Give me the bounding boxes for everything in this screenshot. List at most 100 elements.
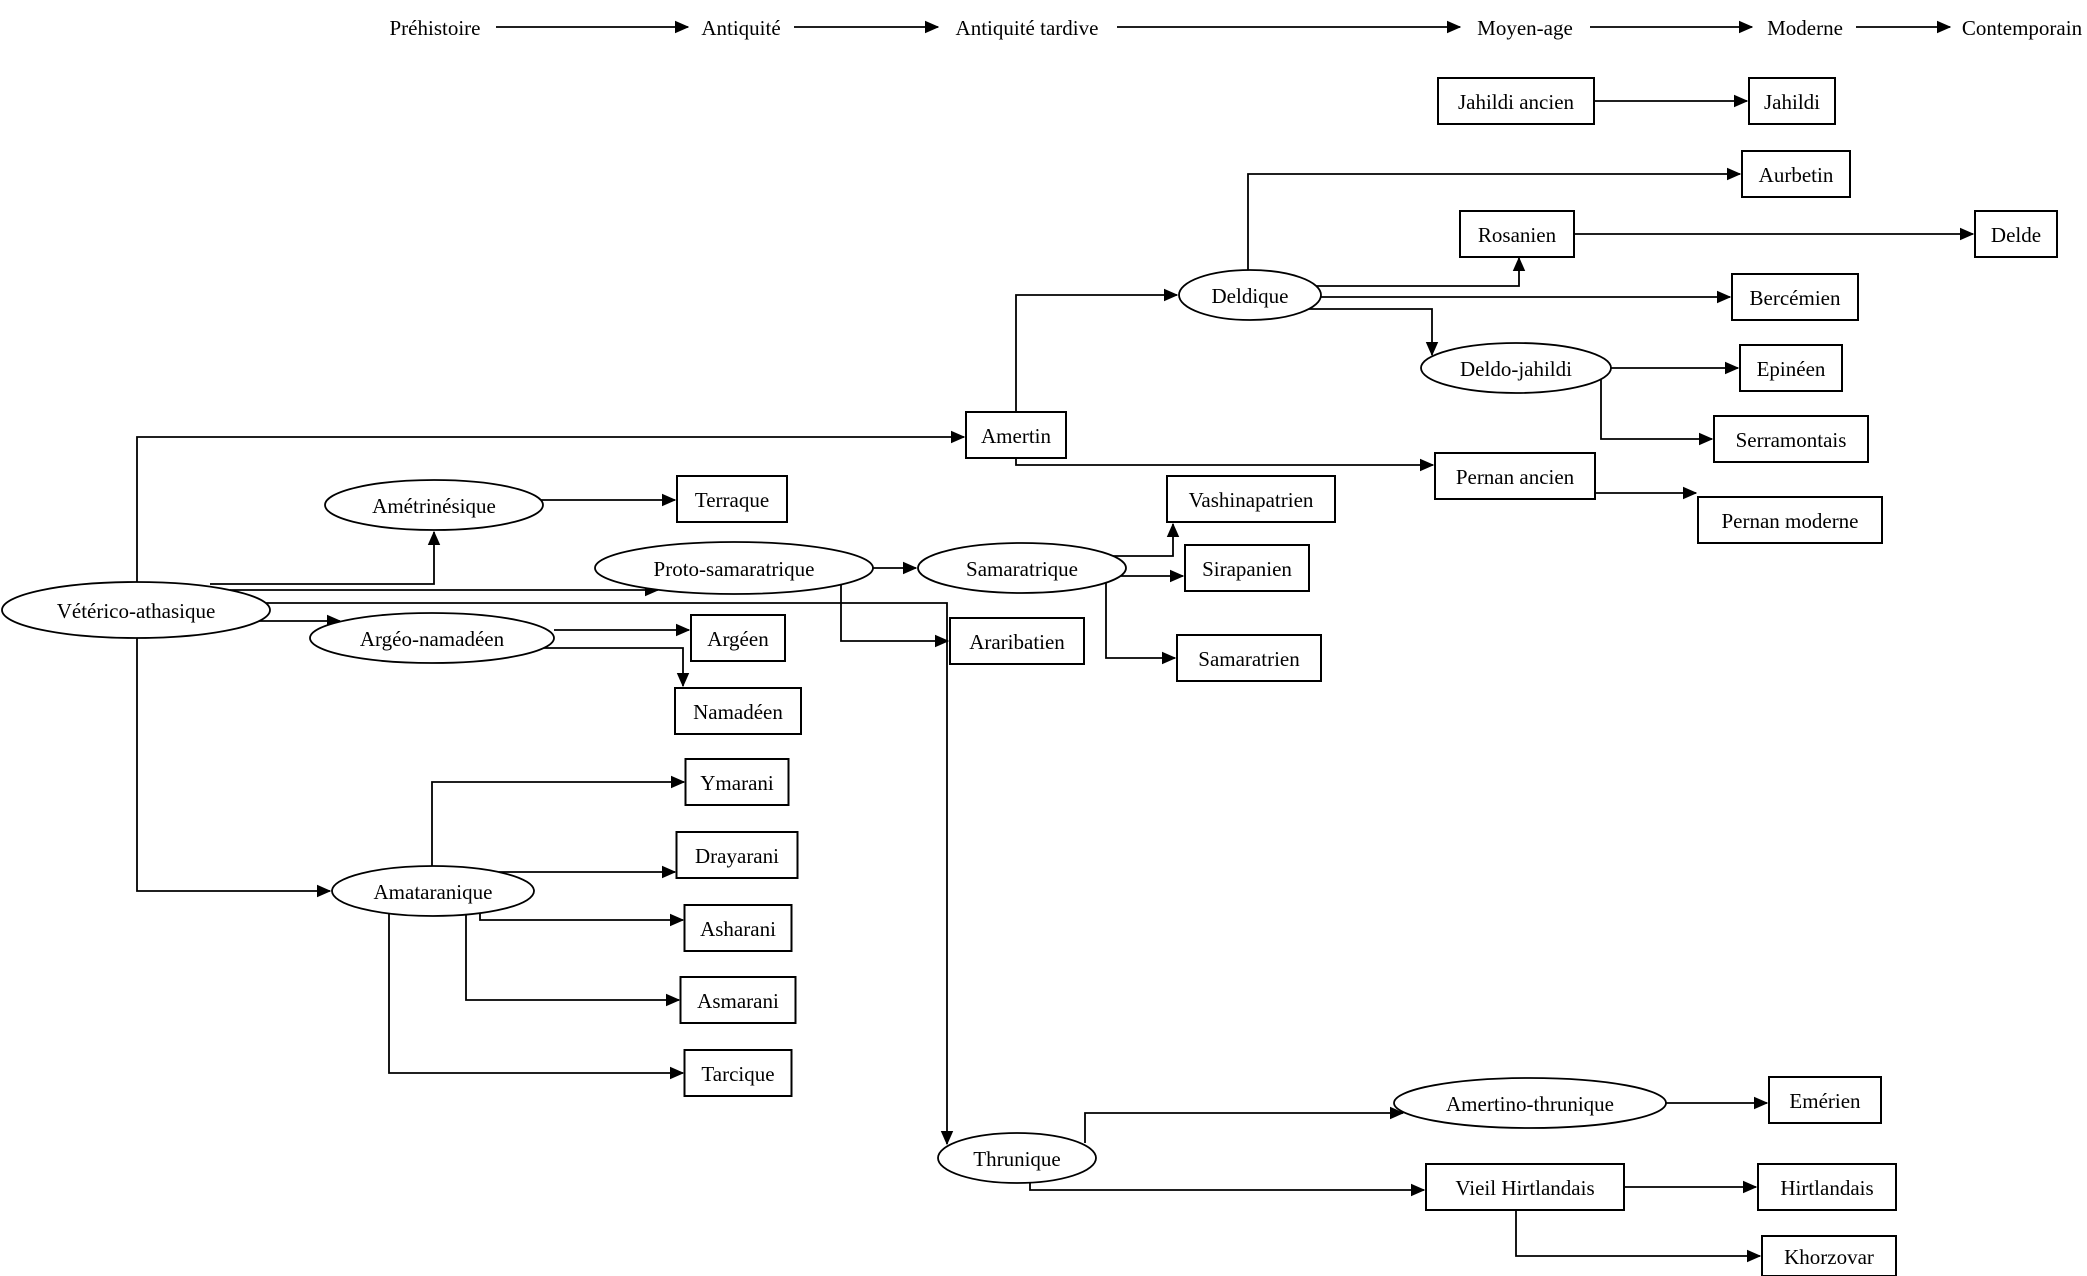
vieilhirtlandais-label: Vieil Hirtlandais	[1455, 1176, 1594, 1200]
veterico-label: Vétérico-athasique	[57, 599, 216, 623]
node-antiquitetardive: Antiquité tardive	[956, 16, 1099, 40]
rosanien-box	[1459, 210, 1575, 258]
serramontais-label: Serramontais	[1736, 428, 1847, 452]
edge-amataranique-asmarani	[465, 915, 681, 1007]
ametrinesique-ellipse	[324, 479, 544, 531]
ametrinesique-label: Amétrinésique	[372, 494, 496, 518]
asharani-label: Asharani	[700, 917, 776, 941]
node-amertin: Amertin	[965, 411, 1067, 459]
veterico-ellipse	[1, 581, 271, 639]
samaratrique-ellipse	[917, 542, 1127, 594]
edges-layer	[136, 20, 1975, 1263]
edge-thrunique-amertinothrunique	[1084, 1106, 1405, 1143]
antiquite-label: Antiquité	[701, 16, 780, 40]
samaratrien-box	[1176, 634, 1322, 682]
jahildiancien-box	[1437, 77, 1595, 125]
node-jahildi: Jahildi	[1748, 77, 1836, 125]
protosamaratrique-label: Proto-samaratrique	[654, 557, 815, 581]
amertin-box	[965, 411, 1067, 459]
delde-box	[1974, 210, 2058, 258]
thrunique-ellipse	[937, 1132, 1097, 1184]
node-argeen: Argéen	[690, 614, 786, 662]
contemporain-label: Contemporain	[1962, 16, 2083, 40]
edge-amataranique-tarcique	[388, 913, 685, 1080]
amertinothrunique-label: Amertino-thrunique	[1446, 1092, 1614, 1116]
bercemien-box	[1731, 273, 1859, 321]
edge-amertin-deldique	[1015, 288, 1179, 412]
pernanmoderne-label: Pernan moderne	[1721, 509, 1858, 533]
node-aurbetin: Aurbetin	[1741, 150, 1851, 198]
namadeen-box	[674, 687, 802, 735]
araribatien-box	[949, 617, 1085, 665]
edge-protosamaratrique-araribatien	[840, 585, 950, 648]
asharani-box	[683, 904, 793, 952]
delde-label: Delde	[1991, 223, 2041, 247]
bercemien-label: Bercémien	[1750, 286, 1841, 310]
antiquitetardive-label: Antiquité tardive	[956, 16, 1099, 40]
jahildiancien-label: Jahildi ancien	[1458, 90, 1575, 114]
namadeen-label: Namadéen	[693, 700, 783, 724]
node-amertinothrunique: Amertino-thrunique	[1393, 1077, 1667, 1129]
tarcique-box	[683, 1049, 793, 1097]
edge-argeo-namadeen	[544, 647, 690, 688]
edge-amataranique-asharani	[479, 913, 685, 927]
node-samaratrien: Samaratrien	[1176, 634, 1322, 682]
node-prehistoire: Préhistoire	[390, 16, 481, 40]
node-hirtlandais: Hirtlandais	[1757, 1163, 1897, 1211]
edge-deldique-aurbetin	[1247, 167, 1742, 270]
node-terraque: Terraque	[676, 475, 788, 523]
node-ametrinesique: Amétrinésique	[324, 479, 544, 531]
pernanmoderne-box	[1697, 496, 1883, 544]
node-araribatien: Araribatien	[949, 617, 1085, 665]
edge-samaratrique-samaratrien	[1105, 583, 1177, 665]
amataranique-ellipse	[331, 865, 535, 917]
node-serramontais: Serramontais	[1713, 415, 1869, 463]
node-rosanien: Rosanien	[1459, 210, 1575, 258]
hirtlandais-label: Hirtlandais	[1780, 1176, 1873, 1200]
edge-amertin-pernanancien	[1015, 458, 1435, 472]
node-moyenage: Moyen-age	[1477, 16, 1573, 40]
edge-samaratrique-vashinapatrien	[1113, 522, 1180, 557]
prehistoire-label: Préhistoire	[390, 16, 481, 40]
vashinapatrien-label: Vashinapatrien	[1189, 488, 1314, 512]
node-delde: Delde	[1974, 210, 2058, 258]
pernanancien-box	[1434, 452, 1596, 500]
jahildi-box	[1748, 77, 1836, 125]
node-moderne: Moderne	[1767, 16, 1843, 40]
node-asmarani: Asmarani	[679, 976, 797, 1024]
rosanien-label: Rosanien	[1478, 223, 1557, 247]
node-vashinapatrien: Vashinapatrien	[1166, 475, 1336, 523]
thrunique-label: Thrunique	[973, 1147, 1060, 1171]
node-amataranique: Amataranique	[331, 865, 535, 917]
drayarani-box	[675, 831, 799, 879]
node-jahildiancien: Jahildi ancien	[1437, 77, 1595, 125]
amertinothrunique-ellipse	[1393, 1077, 1667, 1129]
node-asharani: Asharani	[683, 904, 793, 952]
argeen-box	[690, 614, 786, 662]
sirapanien-box	[1184, 544, 1310, 592]
epineen-label: Epinéen	[1757, 357, 1826, 381]
edge-veterico-thrunique	[255, 602, 954, 1146]
node-tarcique: Tarcique	[683, 1049, 793, 1097]
emerien-box	[1768, 1076, 1882, 1124]
aurbetin-box	[1741, 150, 1851, 198]
tarcique-label: Tarcique	[701, 1062, 774, 1086]
node-emerien: Emérien	[1768, 1076, 1882, 1124]
edge-amataranique-ymarani	[431, 775, 686, 866]
asmarani-box	[679, 976, 797, 1024]
node-deldojahildi: Deldo-jahildi	[1420, 342, 1612, 394]
samaratrique-label: Samaratrique	[966, 557, 1078, 581]
drayarani-label: Drayarani	[695, 844, 779, 868]
edge-deldique-rosanien	[1316, 256, 1526, 287]
edge-vieilhirtlandais-khorzovar	[1515, 1210, 1762, 1263]
khorzovar-label: Khorzovar	[1784, 1245, 1874, 1269]
node-drayarani: Drayarani	[675, 831, 799, 879]
node-thrunique: Thrunique	[937, 1132, 1097, 1184]
pernanancien-label: Pernan ancien	[1456, 465, 1575, 489]
edge-thrunique-vieilhirtlandais	[1029, 1183, 1426, 1197]
ymarani-box	[684, 758, 790, 806]
node-pernanancien: Pernan ancien	[1434, 452, 1596, 500]
araribatien-label: Araribatien	[969, 630, 1065, 654]
deldojahildi-ellipse	[1420, 342, 1612, 394]
